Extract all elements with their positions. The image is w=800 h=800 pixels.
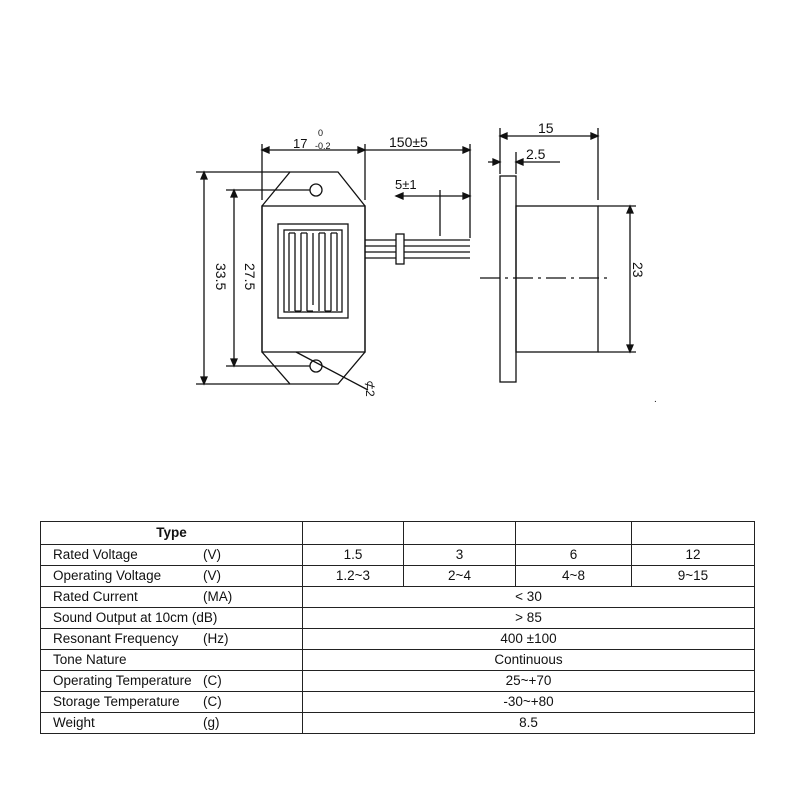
label-top-width: 17 — [293, 136, 307, 151]
label-lead-length: 150±5 — [389, 134, 428, 150]
label-top-width-tol-lower: -0.2 — [315, 141, 331, 151]
label-lead-strip: 5±1 — [395, 177, 417, 192]
dim-line-lead-length — [365, 144, 471, 238]
table-header-row: Type — [40, 521, 755, 545]
stray-dot: . — [654, 394, 657, 405]
table-cell: 400 ±100 — [302, 628, 755, 650]
table-cell: 8.5 — [302, 712, 755, 734]
electrode-pattern — [277, 223, 349, 319]
top-mounting-hole — [309, 183, 323, 197]
table-cell: 2~4 — [403, 565, 516, 587]
dim-line-total-height — [196, 171, 290, 385]
param-unit: (Hz) — [203, 631, 229, 646]
label-height-total: 33.5 — [213, 263, 229, 290]
table-cell: 6 — [515, 544, 632, 566]
param-unit: (V) — [203, 547, 221, 562]
param-unit: (C) — [203, 694, 222, 709]
label-hole-diameter: ⊄2 — [363, 380, 377, 397]
buzzer-dimension-drawing: 17 0 -0.2 150±5 5±1 33.5 27.5 ⊄2 15 2.5 … — [196, 120, 657, 405]
label-hole-spacing: 27.5 — [242, 263, 258, 290]
table-row: Rated Voltage (V) 1.5 3 6 12 — [40, 544, 755, 566]
label-top-width-tol-upper: 0 — [318, 128, 323, 138]
param-name: Weight — [53, 715, 95, 730]
table-row: Sound Output at 10cm (dB) > 85 — [40, 607, 755, 629]
dim-line-lead-strip — [396, 190, 470, 236]
front-body-outline — [261, 205, 366, 353]
table-cell: 1.5 — [302, 544, 404, 566]
param-name: Rated Current — [53, 589, 138, 604]
table-cell: 9~15 — [631, 565, 755, 587]
table-cell: 3 — [403, 544, 516, 566]
param-name: Sound Output at 10cm (dB) — [53, 610, 218, 625]
param-name: Rated Voltage — [53, 547, 138, 562]
table-cell: > 85 — [302, 607, 755, 629]
table-cell: 1.2~3 — [302, 565, 404, 587]
table-row: Weight (g) 8.5 — [40, 712, 755, 734]
type-header: Type — [40, 521, 303, 545]
table-cell: -30~+80 — [302, 691, 755, 713]
table-row: Resonant Frequency (Hz) 400 ±100 — [40, 628, 755, 650]
param-unit: (C) — [203, 673, 222, 688]
table-cell: 25~+70 — [302, 670, 755, 692]
bottom-mounting-hole — [309, 359, 323, 373]
lead-wires — [365, 233, 470, 265]
table-row: Operating Voltage (V) 1.2~3 2~4 4~8 9~15 — [40, 565, 755, 587]
label-side-depth: 15 — [538, 120, 554, 136]
param-name: Operating Voltage — [53, 568, 162, 583]
param-unit: (g) — [203, 715, 220, 730]
side-flange-outline — [499, 175, 517, 383]
side-body-outline — [515, 205, 599, 353]
param-name: Tone Nature — [53, 652, 127, 667]
table-row: Rated Current (MA) < 30 — [40, 586, 755, 608]
table-cell: 12 — [631, 544, 755, 566]
label-side-height: 23 — [630, 262, 646, 278]
label-flange-thickness: 2.5 — [526, 146, 546, 162]
dim-line-side-depth — [499, 128, 599, 200]
param-name: Operating Temperature — [53, 673, 192, 688]
table-cell: Continuous — [302, 649, 755, 671]
dim-line-side-height — [598, 205, 636, 353]
dim-line-hole-spacing — [226, 189, 310, 367]
param-name: Storage Temperature — [53, 694, 180, 709]
table-row: Storage Temperature (C) -30~+80 — [40, 691, 755, 713]
table-cell: < 30 — [302, 586, 755, 608]
param-unit: (V) — [203, 568, 221, 583]
specification-table: Type Rated Voltage (V) 1.5 3 6 12 Operati… — [40, 521, 755, 734]
table-row: Operating Temperature (C) 25~+70 — [40, 670, 755, 692]
param-unit: (MA) — [203, 589, 233, 604]
table-cell: 4~8 — [515, 565, 632, 587]
param-name: Resonant Frequency — [53, 631, 179, 646]
dim-leader-hole-diameter — [295, 351, 369, 391]
table-row: Tone Nature Continuous — [40, 649, 755, 671]
